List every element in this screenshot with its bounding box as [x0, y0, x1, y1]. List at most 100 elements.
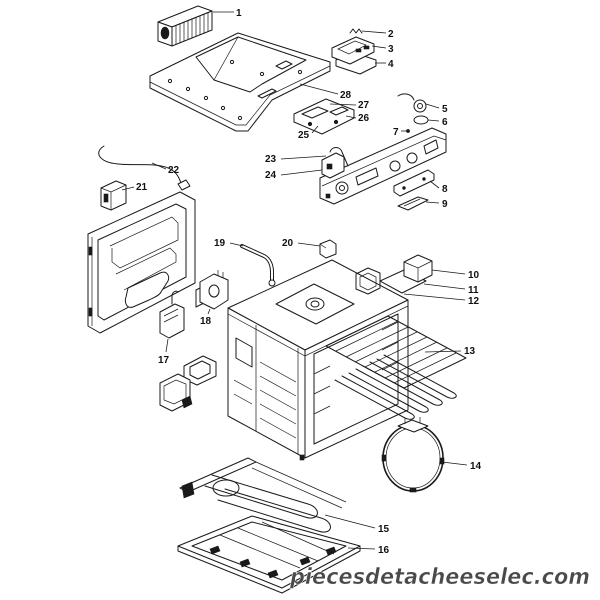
- callout-label-14: 14: [470, 461, 482, 472]
- top-plate-fold: [149, 65, 331, 126]
- relay-assembly: [293, 98, 355, 135]
- tray-clip: [267, 569, 279, 579]
- top-plate-holes: [167, 59, 303, 121]
- small-parts-5-7: [397, 93, 429, 133]
- grill-bracket-parts: [355, 254, 433, 295]
- leader-13: [424, 350, 462, 353]
- cavity-foot: [299, 454, 305, 461]
- hole: [237, 115, 243, 121]
- control-panel-clip: [325, 193, 331, 199]
- leader-8: [429, 180, 440, 189]
- callout-label-23: 23: [265, 154, 277, 165]
- cable-connector: [177, 179, 191, 191]
- element-clip: [381, 454, 387, 462]
- thermostat-capillary: [171, 290, 179, 305]
- rack-wires: [335, 320, 457, 384]
- tube-end: [268, 279, 276, 287]
- element-clip: [409, 487, 417, 493]
- junction-box: [100, 180, 127, 211]
- tube-inner: [241, 245, 273, 281]
- bottom-tray: [177, 515, 361, 594]
- circular-element-inner: [385, 427, 441, 489]
- callout-label-2: 2: [388, 29, 394, 40]
- switch-block-inset: [337, 40, 367, 55]
- tray-clip: [299, 556, 311, 566]
- callout-label-19: 19: [214, 238, 226, 249]
- tray-outline: [177, 515, 361, 589]
- leader-15: [324, 514, 376, 529]
- hole: [220, 105, 226, 111]
- leader-17: [165, 338, 169, 353]
- terminal-wire: [329, 147, 349, 167]
- callout-label-25: 25: [298, 130, 310, 141]
- square-gasket: [355, 267, 381, 295]
- control-panel-outline: [319, 127, 447, 205]
- tray-clip: [325, 546, 337, 556]
- control-knob-hole: [389, 160, 401, 172]
- circular-element: [381, 417, 445, 493]
- thermostat-body: [159, 303, 185, 339]
- control-knob-hole-inner: [339, 185, 345, 191]
- callout-label-18: 18: [200, 316, 212, 327]
- hole: [297, 69, 303, 75]
- leader-24: [280, 169, 323, 176]
- leader-3: [371, 45, 387, 49]
- leader-14: [441, 461, 468, 466]
- leader-19: [229, 242, 244, 247]
- cavity-top-plate: [275, 283, 355, 325]
- callout-label-20: 20: [282, 238, 294, 249]
- lamp-cover-tab: [181, 395, 193, 409]
- tube: [240, 244, 276, 287]
- top-plate: [149, 32, 331, 132]
- circular-element-posts: [404, 417, 421, 424]
- wire-loop: [379, 269, 427, 294]
- leader-11: [423, 283, 466, 290]
- leader-27: [329, 103, 357, 106]
- oven-cavity: [227, 259, 409, 461]
- relay-screw: [307, 121, 313, 127]
- switch-terminal: [355, 48, 362, 53]
- connector: [319, 239, 337, 259]
- leader-6: [427, 119, 440, 122]
- door-panel-outline: [87, 191, 196, 334]
- grill-loop: [348, 368, 429, 413]
- fan-end-cap: [160, 26, 170, 40]
- leader-12: [403, 293, 466, 301]
- terminal-body: [321, 152, 345, 179]
- callout-label-3: 3: [388, 44, 394, 55]
- leader-2: [361, 30, 387, 34]
- element-clip: [439, 457, 445, 465]
- circular-element-outer: [382, 424, 444, 492]
- cavity-side-window: [235, 337, 253, 368]
- callout-label-13: 13: [464, 346, 476, 357]
- insert-screw: [422, 177, 426, 181]
- leader-25: [311, 125, 319, 134]
- fan-motor-hub: [208, 284, 220, 298]
- cavity-top-outlet: [305, 297, 325, 311]
- fan-motor: [195, 270, 229, 310]
- screw-dot: [406, 129, 410, 133]
- bottom-element-loop: [204, 474, 318, 519]
- watermark: piecesdetacheeselec.com: [289, 565, 590, 590]
- callout-label-1: 1: [236, 8, 242, 19]
- bottom-element-loop: [217, 488, 331, 533]
- door-emboss-upper: [109, 216, 179, 269]
- callout-label-10: 10: [468, 270, 480, 281]
- tube-outer: [240, 244, 274, 282]
- small-knob: [413, 115, 429, 125]
- door-emboss-lower: [115, 247, 177, 291]
- small-plate: [397, 196, 429, 211]
- door-handle-recess: [124, 271, 170, 308]
- thermostat: [159, 290, 185, 339]
- connector-body: [319, 239, 337, 259]
- leader-18: [207, 308, 211, 315]
- callout-label-6: 6: [442, 117, 448, 128]
- callout-label-8: 8: [442, 184, 448, 195]
- cavity-shelf-rails: [313, 321, 399, 415]
- control-panel-edge: [321, 135, 447, 187]
- ring-terminal-center: [417, 103, 423, 109]
- switch-assembly: [331, 28, 377, 75]
- door-panel-rim: [97, 203, 187, 321]
- tray-clip: [209, 545, 221, 555]
- thermostat-prongs: [163, 308, 179, 323]
